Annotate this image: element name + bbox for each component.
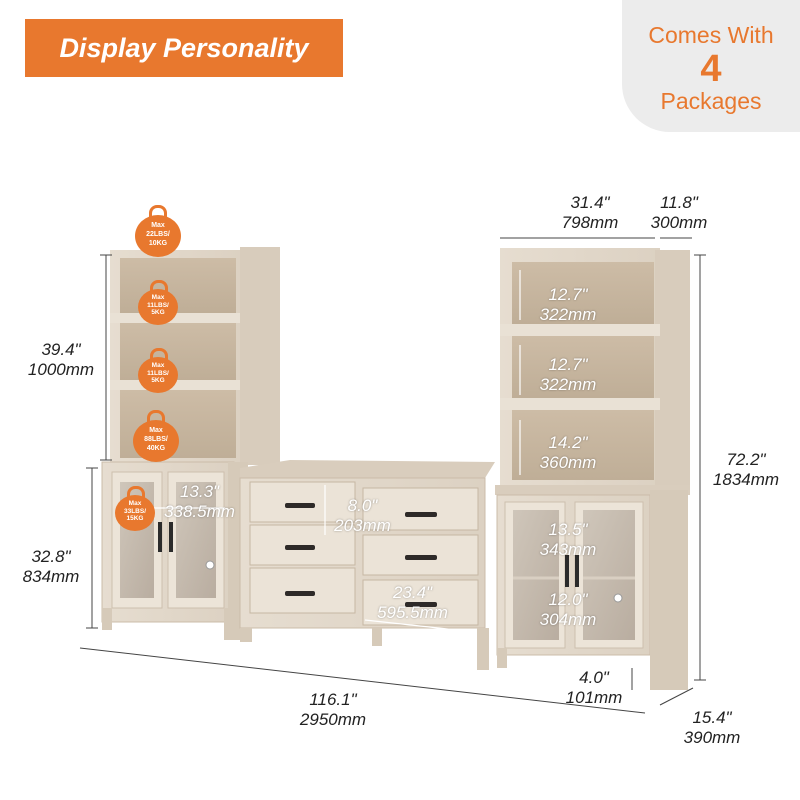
dim-value: 32.8" bbox=[31, 547, 71, 566]
shelf-2-height-label: 12.7" 322mm bbox=[528, 355, 608, 395]
total-width-label: 116.1" 2950mm bbox=[288, 690, 378, 730]
badge-text: Max bbox=[151, 362, 165, 369]
badge-text: 15KG bbox=[126, 515, 144, 522]
unit-width-label: 31.4" 798mm bbox=[545, 193, 635, 233]
dim-value: 203mm bbox=[334, 516, 391, 535]
badge-text: 11LBS/ bbox=[147, 301, 169, 309]
left-cabinet bbox=[101, 461, 248, 640]
badge-text: 22LBS/ bbox=[146, 231, 170, 238]
dim-value: 116.1" bbox=[309, 690, 357, 709]
badge-text: 10KG bbox=[148, 240, 168, 247]
total-height-label: 72.2" 1834mm bbox=[702, 450, 790, 490]
packages-line-1: Comes With bbox=[648, 22, 774, 48]
cabinet-inner-width-label: 13.3" 338.5mm bbox=[152, 482, 247, 522]
center-dresser bbox=[239, 460, 495, 670]
dim-value: 12.7" bbox=[548, 285, 588, 304]
dim-value: 2950mm bbox=[299, 710, 367, 729]
badge-text: 5KG bbox=[151, 377, 165, 384]
dim-value: 834mm bbox=[22, 567, 80, 586]
badge-text: 88LBS/ bbox=[144, 436, 168, 443]
dim-value: 1834mm bbox=[712, 470, 780, 489]
dim-value: 23.4" bbox=[392, 583, 433, 602]
dim-value: 360mm bbox=[539, 453, 597, 472]
dim-value: 4.0" bbox=[579, 668, 609, 687]
dim-value: 11.8" bbox=[660, 193, 698, 212]
dim-value: 8.0" bbox=[347, 496, 378, 515]
dim-value: 13.5" bbox=[548, 520, 588, 539]
display-personality-banner: Display Personality bbox=[25, 19, 343, 77]
dim-value: 72.2" bbox=[726, 450, 766, 469]
badge-text: Max bbox=[151, 222, 165, 229]
drawer-width-label: 23.4" 595.5mm bbox=[365, 583, 460, 623]
badge-text: 40KG bbox=[146, 445, 166, 452]
badge-text: Max bbox=[149, 427, 163, 434]
dim-value: 12.0" bbox=[548, 590, 588, 609]
hutch-depth-label: 11.8" 300mm bbox=[640, 193, 718, 233]
weight-badge-shelf-4: Max 88LBS/ 40KG bbox=[133, 410, 179, 462]
dim-value: 31.4" bbox=[570, 193, 610, 212]
dim-value: 101mm bbox=[565, 688, 623, 707]
badge-text: 5KG bbox=[151, 309, 165, 316]
dimension-lines bbox=[79, 237, 706, 714]
weight-badge-shelf-2: Max 11LBS/ 5KG bbox=[138, 280, 178, 325]
badge-text: Max bbox=[128, 500, 142, 507]
weight-badge-top: Max 22LBS/ 10KG bbox=[135, 205, 181, 257]
dim-value: 1000mm bbox=[27, 360, 95, 379]
dim-value: 595.5mm bbox=[377, 603, 448, 622]
packages-count: 4 bbox=[700, 48, 722, 90]
packages-line-2: Packages bbox=[660, 88, 762, 114]
right-cabinet-lower-label: 12.0" 304mm bbox=[528, 590, 608, 630]
base-depth-label: 15.4" 390mm bbox=[672, 708, 752, 748]
shelf-1-height-label: 12.7" 322mm bbox=[528, 285, 608, 325]
dim-value: 12.7" bbox=[548, 355, 588, 374]
shelf-3-height-label: 14.2" 360mm bbox=[528, 433, 608, 473]
dim-value: 39.4" bbox=[41, 340, 81, 359]
badge-text: 33LBS/ bbox=[123, 507, 147, 515]
weight-badge-cabinet: Max 33LBS/ 15KG bbox=[115, 486, 155, 531]
packages-badge: Comes With 4 Packages bbox=[622, 0, 800, 132]
dim-value: 15.4" bbox=[692, 708, 732, 727]
badge-text: 11LBS/ bbox=[147, 369, 169, 377]
dim-value: 300mm bbox=[650, 213, 708, 232]
dim-value: 14.2" bbox=[548, 433, 588, 452]
leg-height-label: 4.0" 101mm bbox=[558, 668, 630, 708]
dim-value: 338.5mm bbox=[164, 502, 235, 521]
right-cabinet bbox=[495, 485, 690, 690]
dim-value: 390mm bbox=[683, 728, 741, 747]
dim-value: 322mm bbox=[539, 375, 597, 394]
dim-value: 798mm bbox=[561, 213, 619, 232]
dim-value: 13.3" bbox=[179, 482, 220, 501]
drawer-height-label: 8.0" 203mm bbox=[325, 496, 400, 536]
dim-value: 343mm bbox=[539, 540, 597, 559]
right-cabinet-upper-label: 13.5" 343mm bbox=[528, 520, 608, 560]
dim-value: 322mm bbox=[539, 305, 597, 324]
cabinet-height-label: 32.8" 834mm bbox=[14, 547, 88, 587]
right-hutch bbox=[500, 248, 690, 488]
weight-badge-shelf-3: Max 11LBS/ 5KG bbox=[138, 348, 178, 393]
dim-value: 304mm bbox=[539, 610, 597, 629]
badge-text: Max bbox=[151, 294, 165, 301]
hutch-height-label: 39.4" 1000mm bbox=[20, 340, 102, 380]
